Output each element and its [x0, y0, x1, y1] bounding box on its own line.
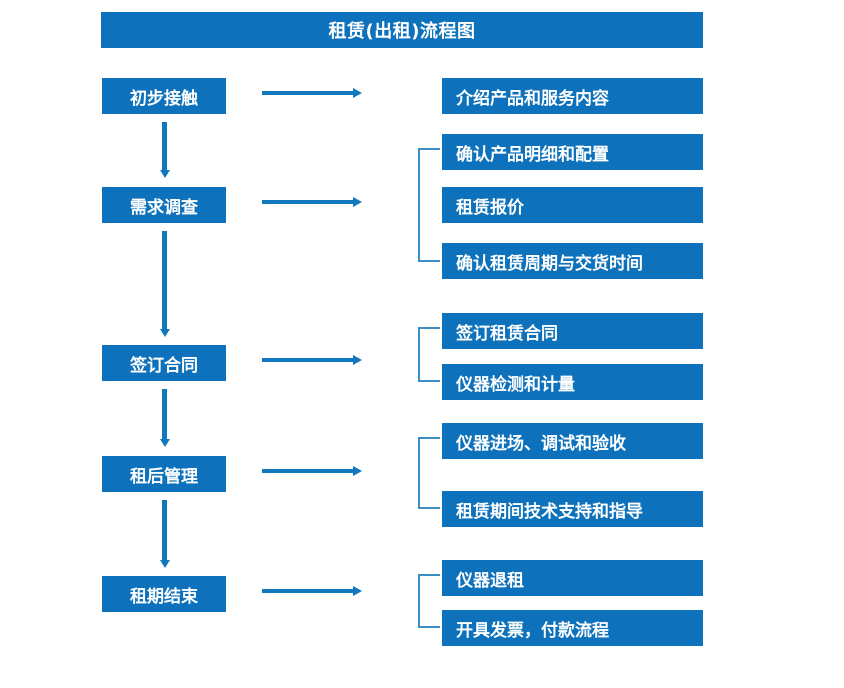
- stage-node[interactable]: 初步接触: [102, 78, 226, 114]
- detail-node[interactable]: 租赁报价: [442, 187, 703, 223]
- right-arrow-icon: [262, 586, 362, 596]
- arrow-head: [353, 466, 362, 476]
- flowchart-title: 租赁(出租)流程图: [101, 12, 703, 48]
- arrow-stem: [162, 231, 167, 329]
- arrow-head: [160, 439, 170, 447]
- stage-node[interactable]: 租期结束: [102, 576, 226, 612]
- arrow-stem: [162, 122, 167, 170]
- arrow-head: [353, 355, 362, 365]
- stage-node[interactable]: 签订合同: [102, 345, 226, 381]
- arrow-head: [160, 329, 170, 337]
- arrow-head: [353, 88, 362, 98]
- down-arrow-icon: [160, 500, 170, 568]
- group-bracket: [418, 148, 440, 262]
- group-bracket: [418, 437, 440, 509]
- group-bracket: [418, 574, 440, 628]
- arrow-head: [160, 170, 170, 178]
- right-arrow-icon: [262, 88, 362, 98]
- arrow-head: [160, 560, 170, 568]
- right-arrow-icon: [262, 355, 362, 365]
- detail-node[interactable]: 确认产品明细和配置: [442, 134, 703, 170]
- right-arrow-icon: [262, 466, 362, 476]
- detail-node[interactable]: 开具发票，付款流程: [442, 610, 703, 646]
- detail-node[interactable]: 租赁期间技术支持和指导: [442, 491, 703, 527]
- detail-node[interactable]: 确认租赁周期与交货时间: [442, 243, 703, 279]
- detail-node[interactable]: 仪器检测和计量: [442, 364, 703, 400]
- detail-node[interactable]: 签订租赁合同: [442, 313, 703, 349]
- down-arrow-icon: [160, 389, 170, 447]
- detail-node[interactable]: 介绍产品和服务内容: [442, 78, 703, 114]
- arrow-stem: [262, 469, 354, 473]
- arrow-head: [353, 586, 362, 596]
- arrow-stem: [262, 200, 354, 204]
- stage-node[interactable]: 租后管理: [102, 456, 226, 492]
- down-arrow-icon: [160, 122, 170, 178]
- arrow-stem: [162, 500, 167, 560]
- arrow-stem: [262, 358, 354, 362]
- arrow-stem: [162, 389, 167, 439]
- down-arrow-icon: [160, 231, 170, 337]
- stage-node[interactable]: 需求调查: [102, 187, 226, 223]
- detail-node[interactable]: 仪器退租: [442, 560, 703, 596]
- detail-node[interactable]: 仪器进场、调试和验收: [442, 423, 703, 459]
- right-arrow-icon: [262, 197, 362, 207]
- arrow-head: [353, 197, 362, 207]
- arrow-stem: [262, 589, 354, 593]
- arrow-stem: [262, 91, 354, 95]
- group-bracket: [418, 327, 440, 382]
